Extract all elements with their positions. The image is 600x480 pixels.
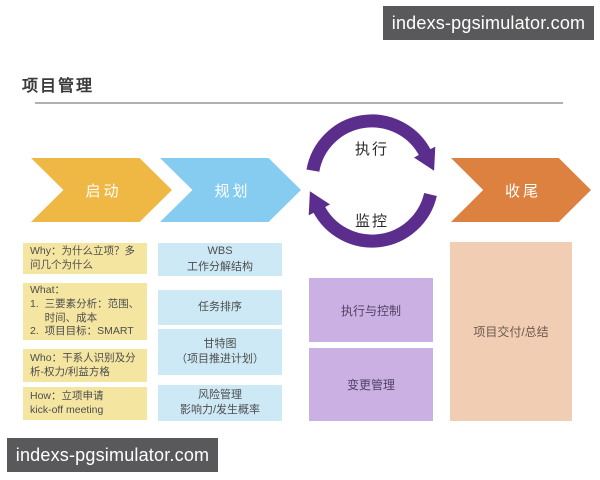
note-text: 风险管理 影响力/发生概率: [179, 388, 261, 416]
note-text: 任务排序: [198, 300, 242, 313]
note-text: 甘特图 （项目推进计划）: [176, 337, 264, 365]
note-text: 项目交付/总结: [473, 325, 549, 339]
cycle-arrows-icon: [306, 114, 437, 248]
note-text: What： 1. 三要素分析：范围、 时间、成本 2. 项目目标：SMART: [30, 284, 140, 338]
note-planning-risk: 风险管理 影响力/发生概率: [158, 385, 282, 421]
cycle-label-monitoring: 监控: [354, 213, 389, 230]
note-text: 执行与控制: [340, 303, 401, 318]
note-text: WBS 工作分解结构: [187, 245, 253, 273]
cycle-label-execution: 执行: [354, 141, 389, 158]
note-initiation-how: How：立项申请 kick-off meeting: [23, 387, 147, 420]
watermark-top: indexs-pgsimulator.com: [383, 6, 594, 40]
note-text: Why：为什么立项？多 问几个为什么: [30, 244, 135, 271]
note-planning-gantt: 甘特图 （项目推进计划）: [158, 329, 282, 375]
note-planning-wbs: WBS 工作分解结构: [158, 243, 282, 276]
phase-arrow-closing: 收尾: [451, 158, 591, 222]
phase-arrow-planning: 规划: [160, 158, 301, 222]
cycle-bottom-arc-icon: [308, 191, 437, 248]
watermark-bottom: indexs-pgsimulator.com: [7, 438, 218, 472]
watermark-top-text: indexs-pgsimulator.com: [391, 12, 586, 33]
page-title: 项目管理: [22, 78, 95, 95]
phase-label-closing: 收尾: [504, 182, 541, 200]
phase-label-planning: 规划: [214, 182, 251, 200]
note-planning-task-sequencing: 任务排序: [158, 290, 282, 325]
phase-label-initiation: 启动: [85, 182, 122, 200]
note-closing-delivery-summary: 项目交付/总结: [450, 242, 572, 421]
note-initiation-what: What： 1. 三要素分析：范围、 时间、成本 2. 项目目标：SMART: [23, 283, 147, 340]
note-initiation-why: Why：为什么立项？多 问几个为什么: [23, 243, 147, 274]
note-change-management: 变更管理: [309, 348, 433, 421]
watermark-bottom-text: indexs-pgsimulator.com: [15, 444, 210, 465]
note-initiation-who: Who：干系人识别及分 析-权力/利益方格: [23, 349, 147, 382]
note-text: How：立项申请 kick-off meeting: [30, 389, 104, 416]
cycle-top-arc-icon: [306, 114, 436, 172]
note-text: Who：干系人识别及分 析-权力/利益方格: [30, 351, 136, 378]
note-execution-control: 执行与控制: [309, 278, 433, 342]
note-text: 变更管理: [346, 378, 395, 392]
phase-arrow-initiation: 启动: [31, 158, 172, 222]
title-underline: [35, 102, 563, 104]
